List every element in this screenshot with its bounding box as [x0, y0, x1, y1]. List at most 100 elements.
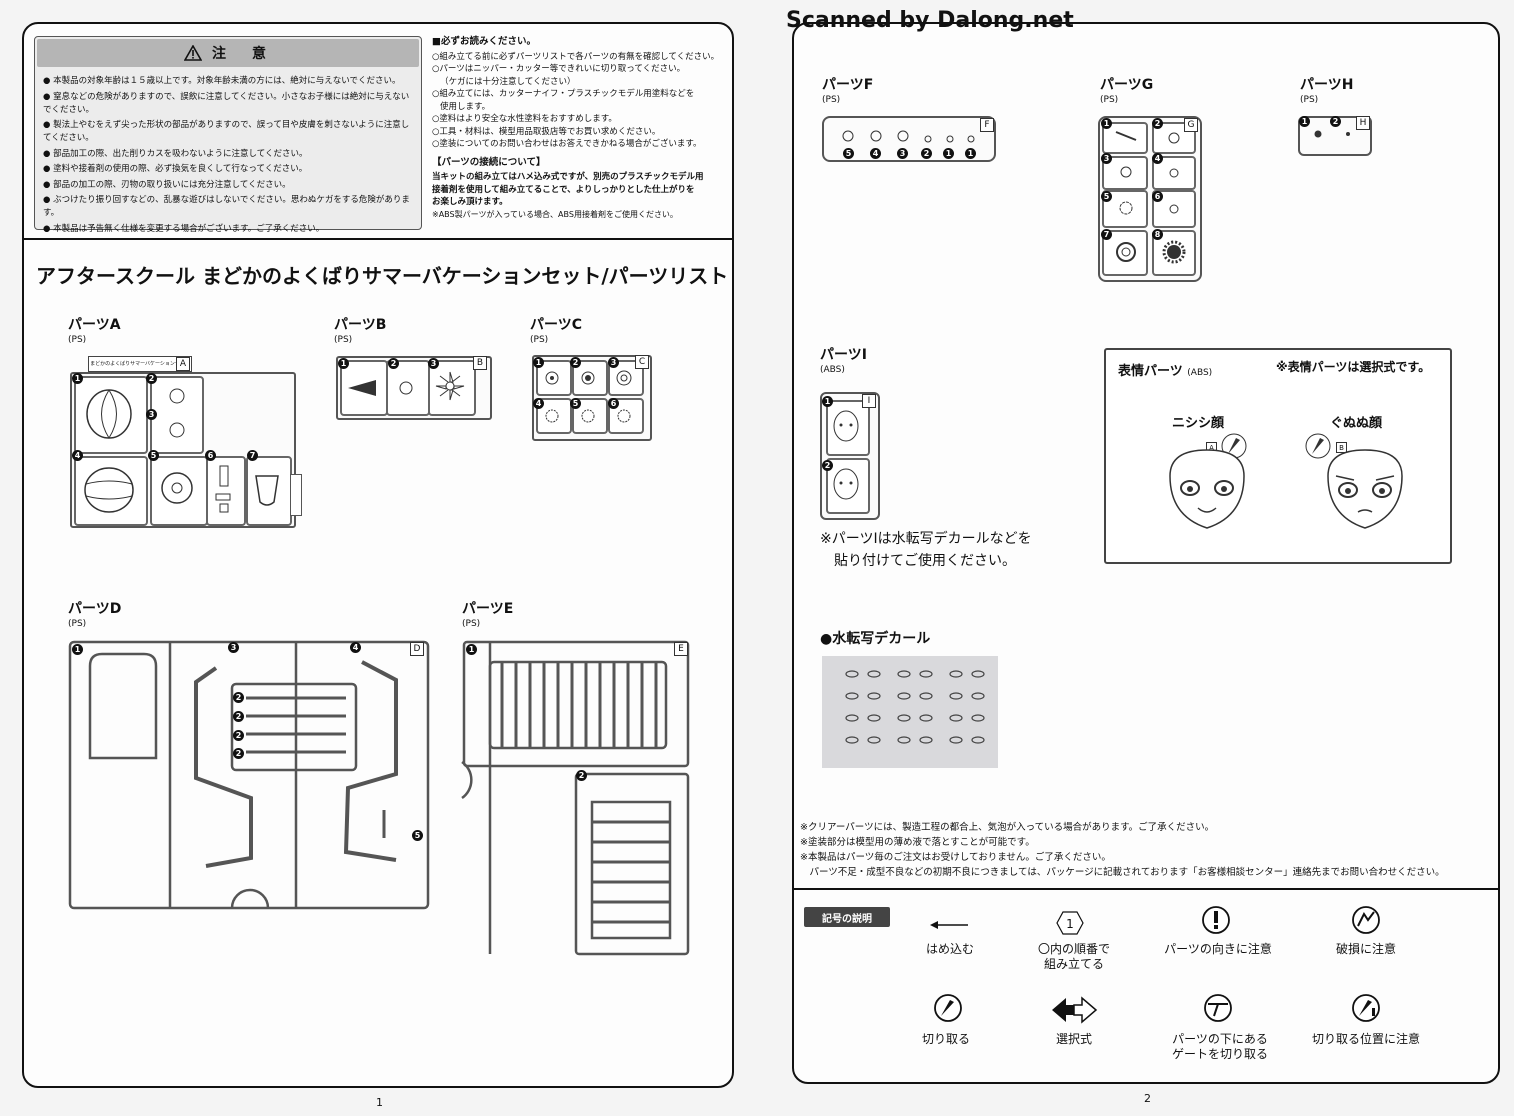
- part-i-label: パーツI(ABS): [820, 347, 867, 376]
- face-a-label: ニシシ顔: [1172, 416, 1225, 431]
- part-c-num-2: 2: [570, 357, 581, 368]
- parts-list-title: アフタースクール まどかのよくばりサマーバケーションセット/パーツリスト: [36, 264, 729, 288]
- stick-icon: [1115, 131, 1137, 141]
- part-d-num-2b: 2: [233, 711, 244, 722]
- face-plate-icon: [833, 410, 859, 442]
- part-g-num-8: 8: [1152, 229, 1163, 240]
- cup-icon: [255, 475, 279, 506]
- part-g-letter: G: [1184, 118, 1198, 132]
- part-c-letter: C: [635, 355, 649, 369]
- part-i-1-face: [826, 400, 870, 456]
- caution-item: ● ぶつけたり振り回すなどの、乱暴な遊びはしないでください。思わぬケガをする危険…: [43, 195, 410, 218]
- caution-header: 注 意: [37, 39, 419, 67]
- flower-icon: [435, 371, 465, 401]
- part-h-dots: [1314, 130, 1350, 138]
- part-b-1-cone: [340, 360, 388, 416]
- part-g-num-6: 6: [1152, 191, 1163, 202]
- part-g-num-3: 3: [1101, 153, 1112, 164]
- part-a-num-5: 5: [148, 450, 159, 461]
- legend-label-gate: パーツの下にあるゲートを切り取る: [1171, 1032, 1268, 1061]
- face-b-tag: B: [1336, 442, 1347, 453]
- part-b-2-disc: [386, 360, 430, 416]
- dot-icon: [1169, 204, 1179, 214]
- legend-label-select: 選択式: [1055, 1032, 1092, 1046]
- part-f-num-1a: 1: [943, 148, 954, 159]
- connection-line: ※ABS製パーツが入っている場合、ABS用接着剤をご使用ください。: [432, 209, 678, 219]
- note-line: ○組み立てには、カッターナイフ・プラスチックモデル用塗料などを: [432, 89, 695, 99]
- part-i-letter: I: [862, 394, 876, 408]
- part-a-letter: A: [176, 357, 190, 371]
- part-a-num-4: 4: [72, 450, 83, 461]
- part-a-6-valve: [206, 456, 246, 526]
- caution-item: ● 本製品の対象年齢は１５歳以上です。対象年齢未満の方には、絶対に与えないでくだ…: [43, 76, 401, 86]
- nipper-cut-icon: [934, 994, 962, 1022]
- part-a-num-7: 7: [247, 450, 258, 461]
- part-f-pins: [842, 130, 975, 143]
- part-c-label: パーツC(PS): [530, 317, 582, 346]
- gear-icon: [1162, 240, 1186, 264]
- ball-icon: [84, 467, 134, 513]
- part-c-num-6: 6: [608, 398, 619, 409]
- double-arrow-icon: [1052, 996, 1098, 1024]
- cut-position-icon: [1352, 994, 1380, 1022]
- part-b-num-1: 1: [338, 358, 349, 369]
- face-b-label: ぐぬぬ顔: [1330, 416, 1383, 431]
- caution-item: ● 部品加工の際、出た削りカスを吸わないように注意してください。: [43, 148, 308, 159]
- footer-line: ※塗装部分は模型用の薄め液で落とすことが可能です。: [800, 837, 1035, 848]
- footer-line: パーツ不足・成型不良などの初期不良につきましては、パッケージに記載されております…: [800, 867, 1445, 878]
- gear-icon: [581, 409, 595, 423]
- part-d-letter: D: [410, 642, 424, 656]
- part-b-letter: B: [473, 356, 487, 370]
- part-a-5-ring: [150, 456, 208, 526]
- connection-heading: 【パーツの接続について】: [432, 156, 546, 168]
- part-h-num-2: 2: [1330, 116, 1341, 127]
- nipper-cut-icon: [1305, 433, 1331, 459]
- legend-label-order: 〇内の順番で組み立てる: [1037, 942, 1110, 971]
- caution-list: ● 本製品の対象年齢は１５歳以上です。対象年齢未満の方には、絶対に与えないでくだ…: [43, 75, 417, 238]
- badge-icon: [1168, 132, 1180, 144]
- arrow-left-icon: [930, 921, 968, 929]
- knob-icon: [581, 371, 595, 385]
- part-b-num-2: 2: [388, 358, 399, 369]
- footer-line: ※クリアーパーツには、製造工程の都合上、気泡が入っている場合があります。ご了承く…: [800, 822, 1215, 833]
- part-b-3-flower: [428, 360, 476, 416]
- part-g-label: パーツG(PS): [1100, 77, 1154, 106]
- expression-title: 表情パーツ (ABS): [1118, 364, 1213, 379]
- face-a-grin-illustration: [1169, 449, 1245, 529]
- legend-title: 記号の説明: [804, 907, 890, 927]
- legend-label-orientation: パーツの向きに注意: [1164, 942, 1272, 956]
- part-d-num-1: 1: [72, 644, 83, 655]
- part-g-2: [1152, 122, 1196, 154]
- gear-icon: [617, 409, 631, 423]
- part-f-num-2: 2: [921, 148, 932, 159]
- knob-icon: [545, 371, 559, 385]
- ring-icon: [161, 472, 193, 504]
- footer-notes: ※クリアーパーツには、製造工程の都合上、気泡が入っている場合があります。ご了承く…: [800, 820, 1445, 880]
- part-f-num-1b: 1: [965, 148, 976, 159]
- part-d-num-2c: 2: [233, 730, 244, 741]
- charm-icon: [1169, 168, 1179, 178]
- part-e-num-2: 2: [576, 770, 587, 781]
- face-plate-icon: [833, 468, 859, 500]
- part-h-label: パーツH(PS): [1300, 77, 1354, 106]
- part-a-2-3-dots: [150, 376, 204, 454]
- dots-icon: [169, 388, 185, 438]
- caution-item: ● 窒息などの危険がありますので、誤飲に注意してください。小さなお子様には絶対に…: [43, 91, 410, 115]
- part-d-num-2d: 2: [233, 748, 244, 759]
- warning-triangle-icon: [184, 45, 202, 61]
- part-f-letter: F: [980, 118, 994, 132]
- part-d-num-4: 4: [350, 642, 361, 653]
- part-f-num-3: 3: [897, 148, 908, 159]
- legend-label-cut: 切り取る: [921, 1032, 970, 1046]
- part-g-num-4: 4: [1152, 153, 1163, 164]
- caution-box: 注 意 ● 本製品の対象年齢は１５歳以上です。対象年齢未満の方には、絶対に与えな…: [34, 36, 422, 234]
- part-e-label: パーツE(PS): [462, 601, 514, 630]
- expression-parts-box: 表情パーツ (ABS) ※表情パーツは選択式です。 ニシシ顔 ぐぬぬ顔 A B: [1104, 348, 1452, 564]
- face-b-frown-illustration: [1327, 449, 1403, 529]
- left-page-divider: [24, 238, 732, 240]
- part-c-num-4: 4: [533, 398, 544, 409]
- caution-item: ● 塗料や接着剤の使用の際、必ず換気を良くして行なってください。: [43, 164, 308, 174]
- legend-label-cut-position: 切り取る位置に注意: [1311, 1032, 1420, 1046]
- part-a-tag: まどかのよくばりサマーバケーションセット: [88, 356, 192, 372]
- part-d-sprue: [68, 640, 430, 910]
